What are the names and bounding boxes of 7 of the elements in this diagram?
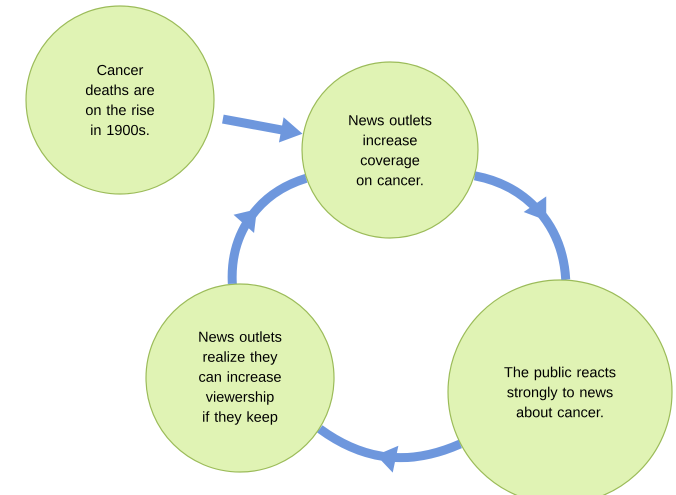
cycle-arrow: [474, 171, 570, 280]
cycle-arrow: [228, 174, 308, 284]
cycle-arrow: [317, 425, 462, 473]
bubble: The public reacts strongly to news about cancer.: [447, 279, 673, 495]
bubble: News outlets increase coverage on cancer.: [301, 61, 479, 239]
bubble: News outlets realize they can increase viewership if they keep: [145, 283, 335, 473]
bubble: Cancer deaths are on the rise in 1900s.: [25, 5, 215, 195]
